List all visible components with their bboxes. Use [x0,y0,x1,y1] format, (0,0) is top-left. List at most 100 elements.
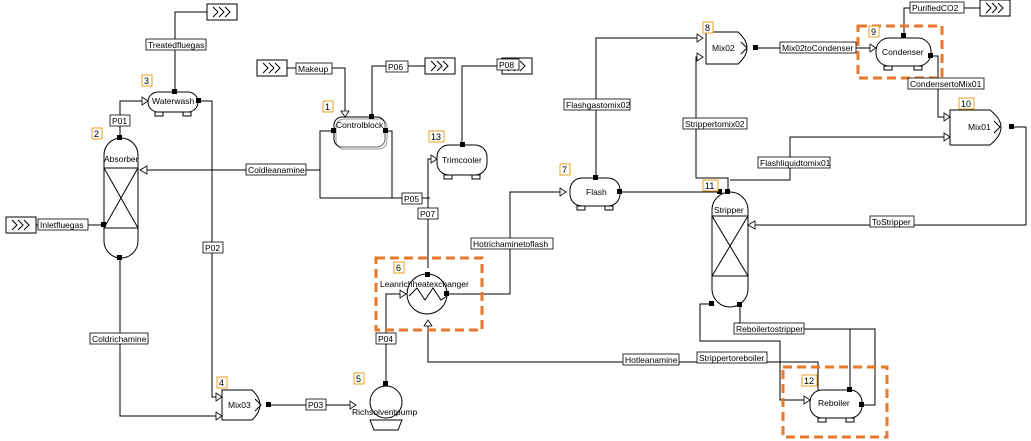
unit-name: Condenser [882,47,924,57]
svg-text:P03: P03 [308,400,323,410]
unit-name: Absorber [104,154,139,164]
unit-number-box [216,376,228,389]
stream-label[interactable]: Strippertomix02 [682,117,748,130]
stream-label[interactable]: Reboilertostripper [733,322,805,335]
trimcooler-vessel[interactable] [436,142,488,180]
unit-name: Flash [586,187,607,197]
unit-number-box [428,130,445,143]
stream-label[interactable]: Flashgastomix02 [563,98,631,111]
unit-number-box [801,374,818,387]
arrow-mix02-condenser [869,43,877,53]
svg-text:Hotleanamine: Hotleanamine [625,355,678,365]
stream-label[interactable]: Strippertoreboiler [696,351,768,364]
controlblock-unit[interactable] [331,114,388,150]
arrow-makeup [340,110,350,118]
arrow-p07 [430,154,438,164]
stream-label[interactable]: P06 [385,60,409,73]
unit-name: Richsolventpump [352,407,417,417]
unit-number-box [91,127,103,140]
stream-arrows [139,33,951,421]
stream-label[interactable]: P08 [496,58,520,71]
svg-text:Hotrichaminetoflash: Hotrichaminetoflash [473,239,548,249]
svg-text:Treatedfluegas: Treatedfluegas [148,40,204,50]
unit-number-box [322,100,334,113]
svg-text:Flashliquidtomix01: Flashliquidtomix01 [760,158,831,168]
unit-number: 6 [396,263,401,273]
svg-text:ToStripper: ToStripper [872,217,911,227]
waterwash-vessel[interactable] [147,89,201,117]
svg-text:CondensertoMix01: CondensertoMix01 [910,79,982,89]
unit-number: 7 [562,165,567,175]
condenser-vessel[interactable] [875,33,933,71]
arrow-flashliquid [943,132,951,142]
stream-label[interactable]: P04 [375,332,397,345]
reboiler-vessel[interactable] [809,387,864,423]
stream-label[interactable]: Inletfluegas [37,218,89,231]
unit-name: Waterwash [152,96,194,106]
stream-label[interactable]: Treatedfluegas [145,38,207,51]
stream-label[interactable]: Mix02toCondenser [779,41,857,54]
stream-label[interactable]: PurifiedCO2 [909,1,965,14]
svg-text:Makeup: Makeup [298,64,329,74]
unit-number: 9 [871,27,876,37]
unit-name: Reboiler [818,398,850,408]
svg-text:Strippertoreboiler: Strippertoreboiler [699,353,764,363]
stream-label[interactable]: Flashliquidtomix01 [757,156,831,169]
stream-label[interactable]: P05 [401,192,423,205]
mix01-mixer[interactable] [949,109,1014,146]
unit-name: Controlblock [336,120,384,130]
highlight-heat-exchanger [374,256,484,332]
stream-label[interactable]: P07 [417,207,439,220]
arrow-flashgas [696,33,704,43]
unit-number-box [353,372,365,385]
unit-number: 12 [804,376,814,386]
svg-text:Strippertomix02: Strippertomix02 [685,119,745,129]
arrow-stripper-mix02 [696,52,704,62]
arrow-p04 [399,289,407,299]
unit-number-box [702,179,719,192]
unit-number-box [958,97,975,110]
stream-label[interactable]: Hotrichaminetoflash [470,237,554,250]
arrow-stripper-reboiler [803,395,811,405]
unit-number: 8 [705,23,710,33]
unit-number: 3 [144,76,149,86]
terminal-makeup [256,59,288,77]
arrow-coldleanamine [139,165,148,175]
svg-text:P05: P05 [404,194,419,204]
stream-label[interactable]: P01 [109,114,131,127]
unit-number-box [868,25,880,38]
unit-name: Trimcooler [442,155,482,165]
terminal-p06 [424,57,456,75]
unit-number: 13 [431,132,441,142]
svg-text:P07: P07 [420,209,435,219]
leanrich-heat-exchanger[interactable] [406,272,449,315]
stream-label[interactable]: P02 [202,241,224,254]
absorber-column[interactable] [101,135,139,260]
stream-label[interactable]: Hotleanamine [622,353,680,366]
arrow-hotleanamine [423,319,433,327]
mix02-mixer[interactable] [705,31,758,65]
terminal-purifiedco2 [979,0,1011,17]
stream-label[interactable]: P03 [305,398,327,411]
highlight-condenser [856,24,944,80]
arrow-coldrichamine [215,411,223,421]
stream-label[interactable]: Makeup [295,62,333,75]
flash-vessel[interactable] [569,175,622,211]
unit-name: Mix03 [228,400,251,410]
svg-text:Inletfluegas: Inletfluegas [40,220,83,230]
unit-number-box [393,261,405,274]
terminal-treatedfluegas [206,3,238,21]
arrow-p03 [349,400,357,410]
unit-number: 1 [325,102,330,112]
stream-label[interactable]: Coldrichamine [89,332,149,345]
unit-name: Stripper [714,205,744,215]
mix03-mixer[interactable] [221,389,271,421]
unit-name: Mix02 [712,43,735,53]
svg-text:P01: P01 [112,116,127,126]
stream-label[interactable]: Coldleanamine [245,163,307,176]
stream-label[interactable]: CondensertoMix01 [907,77,985,90]
highlight-reboiler [781,365,889,439]
richsolvent-pump[interactable] [369,381,403,431]
stream-label[interactable]: ToStripper [869,215,915,228]
stripper-column[interactable] [709,189,749,308]
